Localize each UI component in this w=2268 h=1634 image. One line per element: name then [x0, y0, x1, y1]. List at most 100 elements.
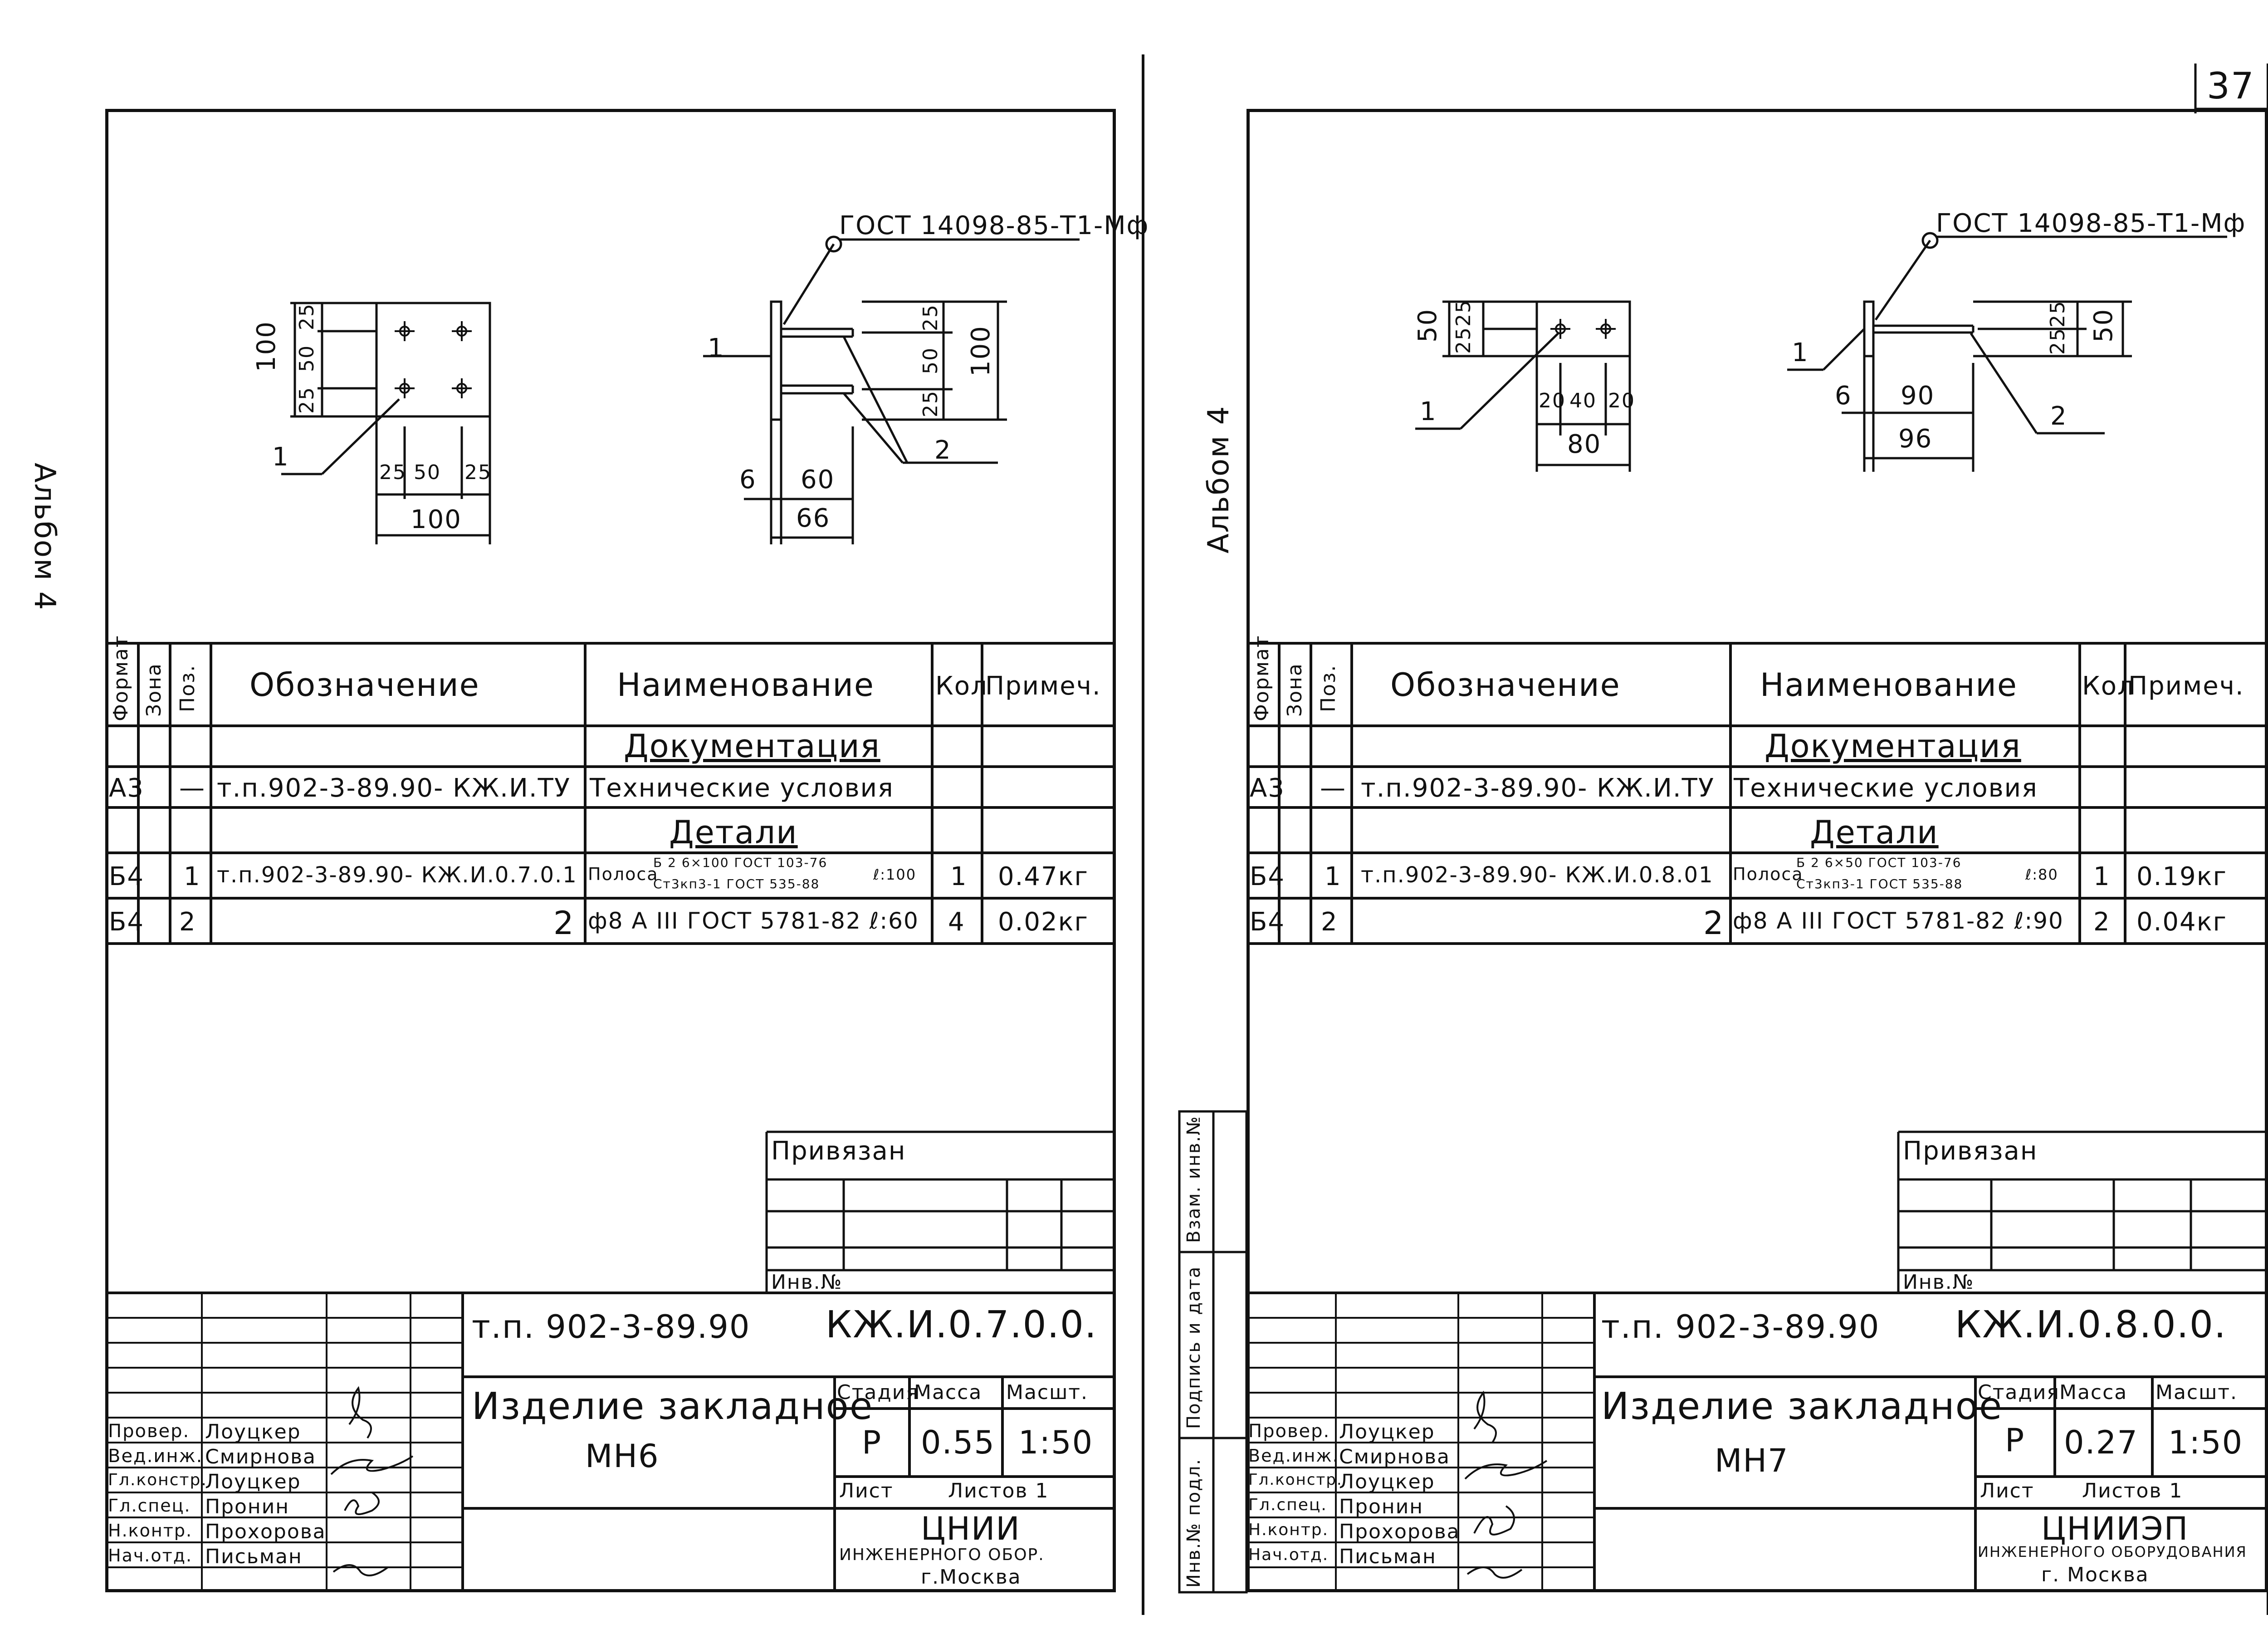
left-row2-note: 0.47кг	[998, 862, 1089, 891]
left-spec-section-parts: Детали	[669, 814, 798, 851]
right-front-h3: 20	[1608, 389, 1635, 412]
left-row2-format: Б4	[109, 862, 145, 891]
left-row1-name: Технические условия	[590, 773, 894, 803]
left-privyazan: Привязан	[771, 1136, 906, 1166]
left-person-2: Смирнова	[205, 1445, 317, 1468]
right-row3-note: 0.04кг	[2136, 907, 2227, 937]
left-title-name1: Изделие закладное	[472, 1385, 874, 1428]
right-row1-format: А3	[1250, 773, 1285, 803]
left-title-stage-label: Стадия	[837, 1381, 919, 1404]
left-row3-note: 0.02кг	[998, 907, 1089, 937]
right-title-mass: 0.27	[2064, 1424, 2138, 1461]
right-weld-gost: ГОСТ 14098-85-Т1-Мф	[1936, 209, 2246, 238]
right-role-1: Провер.	[1248, 1421, 1330, 1442]
left-spec-h-note: Примеч.	[985, 671, 1101, 701]
right-person-1: Лоуцкер	[1339, 1420, 1435, 1443]
left-side-leader2: 2	[934, 435, 952, 465]
right-title-org1: ЦНИИЭП	[2041, 1510, 2189, 1547]
left-row1-pos: —	[179, 773, 205, 803]
left-title-stage: Р	[862, 1424, 882, 1461]
right-spec-h-name: Наименование	[1760, 666, 2018, 704]
right-title-name1: Изделие закладное	[1601, 1385, 2003, 1428]
right-title-stage: Р	[2005, 1422, 2025, 1459]
right-row2-note: 0.19кг	[2136, 862, 2227, 891]
right-row3-name: ф8 А III ГОСТ 5781-82 ℓ:90	[1733, 908, 2064, 934]
left-title-scale-label: Масшт.	[1006, 1381, 1088, 1404]
left-row1-format: А3	[109, 773, 144, 803]
left-row2-pos: 1	[184, 862, 201, 891]
left-row2-name-len: ℓ:100	[873, 866, 917, 883]
right-frame	[1246, 109, 2268, 1592]
right-front-width: 80	[1567, 430, 1602, 459]
left-row2-designation: т.п.902-3-89.90- КЖ.И.0.7.0.1	[217, 862, 577, 888]
right-side-leader2: 2	[2050, 401, 2068, 431]
left-row2-name-bot: Ст3кп3-1 ГОСТ 535-88	[653, 876, 820, 891]
left-row3-pos: 2	[179, 907, 196, 937]
left-title-mass-label: Масса	[914, 1381, 982, 1404]
left-title-org2: ИНЖЕНЕРНОГО ОБОР.	[839, 1546, 1045, 1564]
right-row1-pos: —	[1320, 773, 1346, 803]
left-spec-h-qty: Кол	[935, 671, 988, 701]
left-weld-gost: ГОСТ 14098-85-Т1-Мф	[839, 211, 1149, 240]
right-title-stage-label: Стадия	[1978, 1381, 2060, 1404]
right-person-3: Лоуцкер	[1339, 1470, 1435, 1493]
right-row3-designation: 2	[1703, 905, 1725, 942]
right-row2-qty: 1	[2093, 862, 2111, 891]
left-spec-h-name: Наименование	[617, 666, 875, 704]
left-title-scale: 1:50	[1018, 1424, 1094, 1461]
right-person-6: Письман	[1339, 1545, 1437, 1568]
left-front-h2: 50	[414, 461, 441, 484]
left-title-sheet-label: Лист	[839, 1479, 894, 1502]
right-spec-section-parts: Детали	[1810, 814, 1939, 851]
left-title-code: КЖ.И.0.7.0.0.	[826, 1303, 1097, 1346]
left-row3-name: ф8 А III ГОСТ 5781-82 ℓ:60	[588, 908, 919, 934]
left-person-3: Лоуцкер	[205, 1470, 301, 1493]
left-title-mass: 0.55	[921, 1424, 995, 1461]
left-role-5: Н.контр.	[108, 1521, 193, 1541]
left-person-5: Прохорова	[205, 1520, 326, 1543]
right-role-5: Н.контр.	[1248, 1521, 1329, 1539]
right-person-2: Смирнова	[1339, 1445, 1451, 1468]
right-title-name2: МН7	[1715, 1442, 1789, 1479]
left-row2-name-top: Б 2 6×100 ГОСТ 103-76	[653, 855, 828, 870]
left-front-h1: 25	[379, 461, 406, 484]
right-role-3: Гл.констр.	[1248, 1471, 1343, 1489]
right-role-6: Нач.отд.	[1248, 1546, 1329, 1564]
right-side-rodlen: 90	[1901, 381, 1935, 411]
right-privyazan: Привязан	[1903, 1136, 2038, 1166]
left-frame	[105, 109, 1116, 1592]
right-front-h1: 20	[1539, 389, 1566, 412]
right-row3-qty: 2	[2093, 907, 2111, 937]
right-title-code: КЖ.И.0.8.0.0.	[1955, 1303, 2227, 1346]
left-role-1: Провер.	[108, 1421, 190, 1442]
right-title-mass-label: Масса	[2059, 1381, 2128, 1404]
left-spec-h-designation: Обозначение	[249, 666, 480, 704]
page-number: 37	[2207, 65, 2255, 107]
left-role-2: Вед.инж.	[108, 1446, 203, 1467]
right-row2-designation: т.п.902-3-89.90- КЖ.И.0.8.01	[1361, 862, 1714, 888]
left-title-org1: ЦНИИ	[921, 1510, 1021, 1547]
right-title-sheets-label: Листов 1	[2082, 1479, 2183, 1502]
left-row3-designation: 2	[553, 905, 575, 942]
right-row2-name-len: ℓ:80	[2025, 866, 2058, 883]
left-inv-no: Инв.№	[771, 1271, 843, 1294]
right-side-total: 96	[1898, 424, 1933, 454]
left-role-6: Нач.отд.	[108, 1546, 193, 1566]
left-row1-designation: т.п.902-3-89.90- КЖ.И.ТУ	[217, 773, 571, 803]
left-row3-format: Б4	[109, 907, 145, 937]
right-spec-h-qty: Кол	[2082, 671, 2135, 701]
right-row3-format: Б4	[1250, 907, 1286, 937]
left-side-plate: 6	[739, 465, 757, 494]
right-row3-pos: 2	[1321, 907, 1338, 937]
right-row2-name-top: Б 2 6×50 ГОСТ 103-76	[1796, 855, 1962, 870]
left-title-org3: г.Москва	[921, 1566, 1022, 1589]
left-title-name2: МН6	[585, 1438, 660, 1475]
right-row1-name: Технические условия	[1734, 773, 2038, 803]
right-row2-pos: 1	[1325, 862, 1342, 891]
left-spec-section-docs: Документация	[624, 728, 880, 765]
